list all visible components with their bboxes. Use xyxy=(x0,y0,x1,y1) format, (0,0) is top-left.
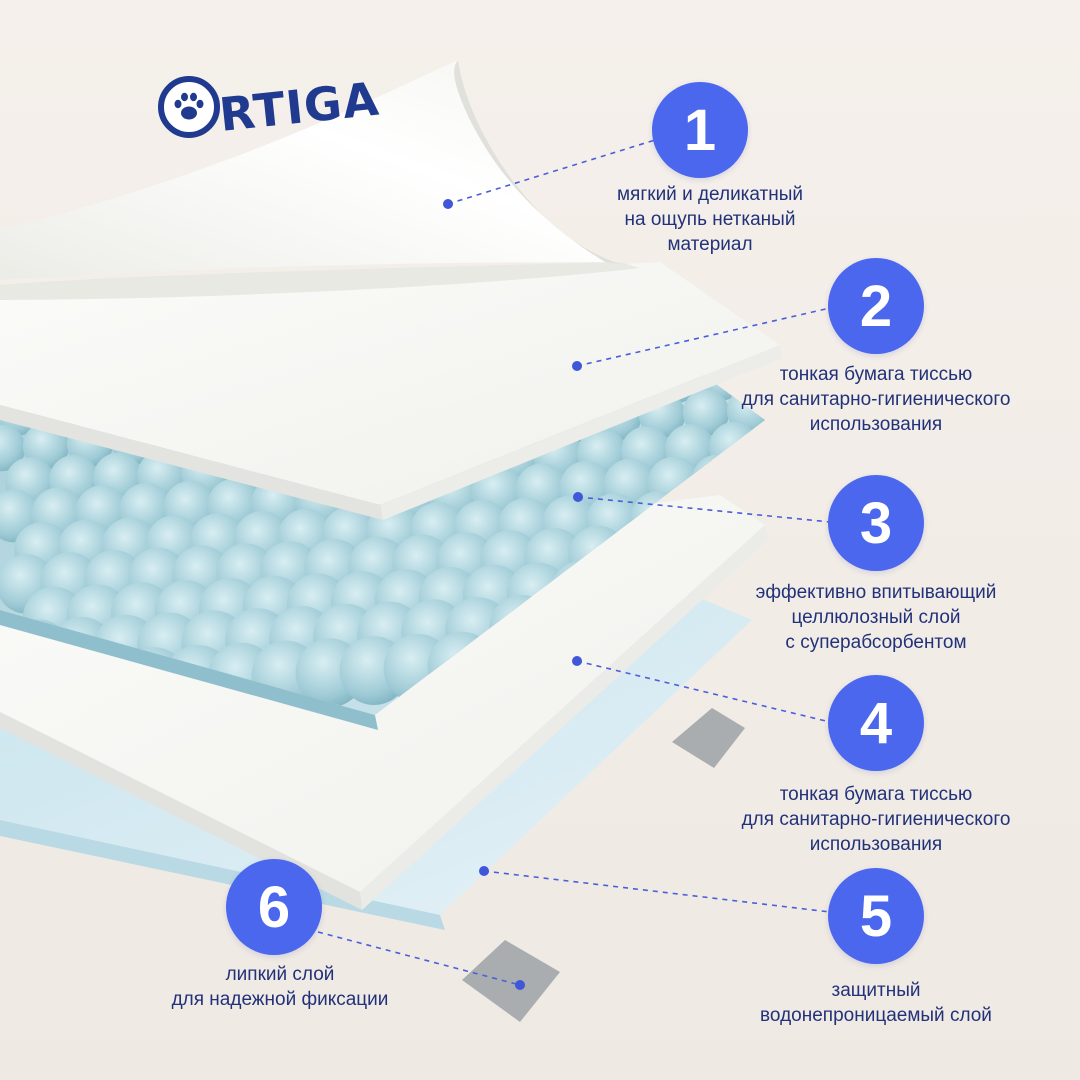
layer-5-caption: защитный водонепроницаемый слой xyxy=(760,980,992,1026)
leader-dot-4 xyxy=(572,656,582,666)
absorbent-bubble xyxy=(0,424,26,472)
layer-1-number-badge: 1 xyxy=(652,82,748,178)
layer-1-curl xyxy=(0,60,605,280)
absorbent-bubble xyxy=(682,389,730,436)
layer-1-caption: мягкий и деликатный на ощупь нетканый ма… xyxy=(616,184,804,255)
leader-dot-6 xyxy=(515,980,525,990)
leader-dot-3 xyxy=(573,492,583,502)
adhesive-tab-right xyxy=(672,708,745,768)
layer-6-number-badge: 6 xyxy=(226,859,322,955)
layer-3-number-badge: 3 xyxy=(828,475,924,571)
leader-dot-1 xyxy=(443,199,453,209)
layer-2-tissue xyxy=(0,262,780,505)
paw-icon xyxy=(158,76,220,138)
leader-dot-5 xyxy=(479,866,489,876)
layer-2-caption: тонкая бумага тиссью для санитарно-гигие… xyxy=(741,364,1011,435)
adhesive-tab-bottom xyxy=(462,940,560,1022)
layer-4-caption: тонкая бумага тиссью для санитарно-гигие… xyxy=(741,784,1011,855)
leader-dot-2 xyxy=(572,361,582,371)
layer-2-number-badge: 2 xyxy=(828,258,924,354)
brand-logo: RTIGA xyxy=(158,68,382,142)
brand-name: RTIGA xyxy=(216,71,382,142)
layer-5-number-badge: 5 xyxy=(828,868,924,964)
layer-6-caption: липкий слой для надежной фиксации xyxy=(171,964,389,1010)
layer-3-caption: эффективно впитывающий целлюлозный слой … xyxy=(755,582,997,653)
layer-4-number-badge: 4 xyxy=(828,675,924,771)
layer-1-topsheet xyxy=(0,262,640,300)
